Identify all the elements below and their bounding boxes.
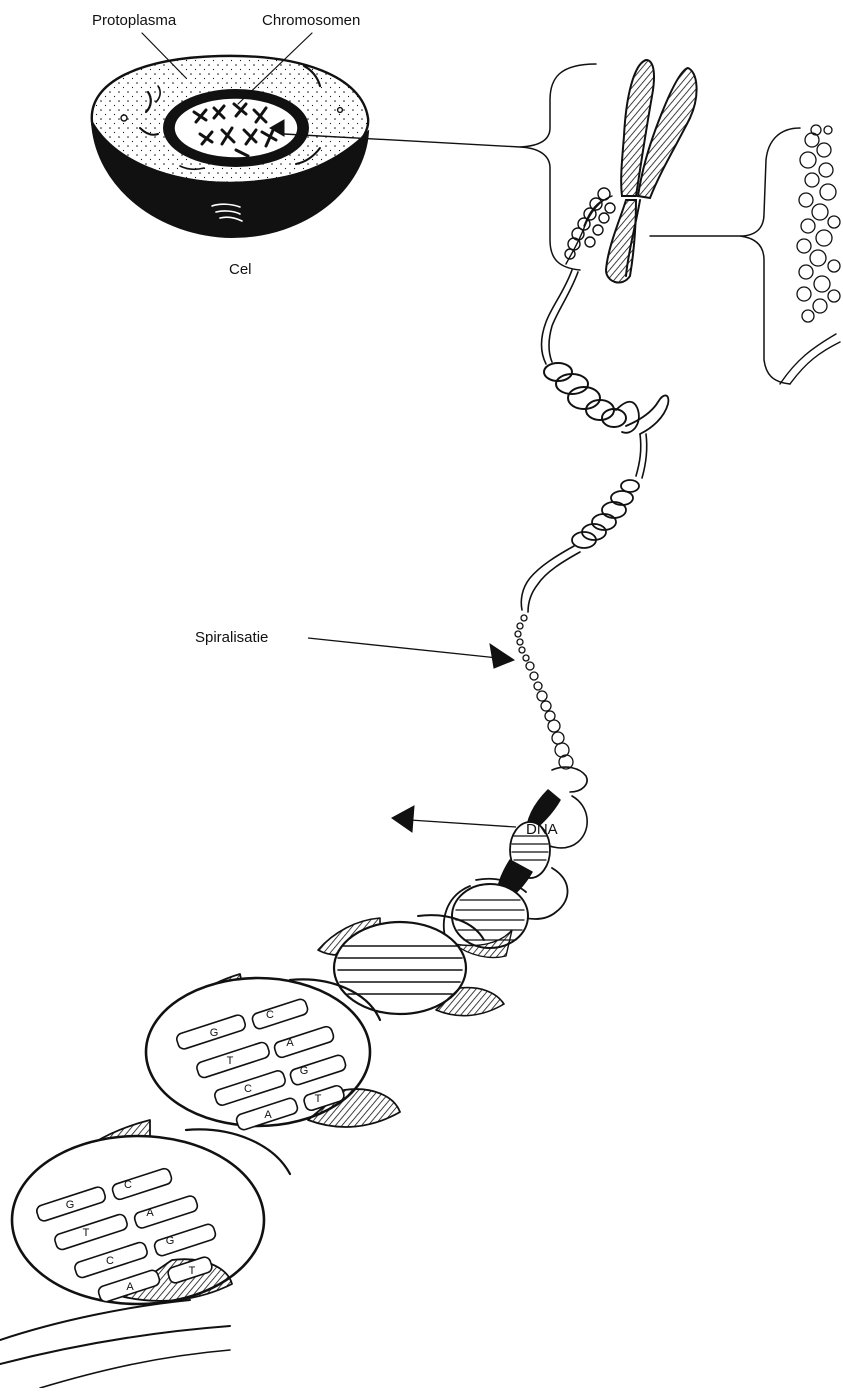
base-letter: G <box>66 1199 75 1211</box>
chromatin-brace <box>740 128 800 384</box>
label-protoplasma: Protoplasma <box>92 13 176 28</box>
label-spiralisatie: Spiralisatie <box>195 630 268 645</box>
chromatin-detail <box>740 125 840 384</box>
base-letter: G <box>300 1065 309 1077</box>
label-dna: DNA <box>526 822 558 837</box>
base-letter: A <box>126 1281 134 1293</box>
base-letter: A <box>146 1207 154 1219</box>
chromosome <box>520 60 740 283</box>
base-letter: G <box>210 1027 219 1039</box>
base-letter: C <box>244 1083 252 1095</box>
spiralisatie-arrow <box>308 638 514 668</box>
dna-arrow <box>392 806 516 832</box>
double-helix <box>0 790 587 1388</box>
base-letter: T <box>189 1265 196 1277</box>
base-letter: C <box>124 1179 132 1191</box>
chromosome-brace <box>520 64 596 270</box>
cell <box>92 33 520 237</box>
base-letter: T <box>315 1093 322 1105</box>
coiled-fiber <box>515 270 668 792</box>
base-letter: C <box>266 1009 274 1021</box>
base-letter: T <box>227 1055 234 1067</box>
base-letter: G <box>166 1235 175 1247</box>
base-letter: A <box>264 1109 272 1121</box>
base-letter: C <box>106 1255 114 1267</box>
label-cel: Cel <box>229 262 252 277</box>
label-chromosomen: Chromosomen <box>262 13 360 28</box>
base-letter: T <box>83 1227 90 1239</box>
base-letter: A <box>286 1037 294 1049</box>
